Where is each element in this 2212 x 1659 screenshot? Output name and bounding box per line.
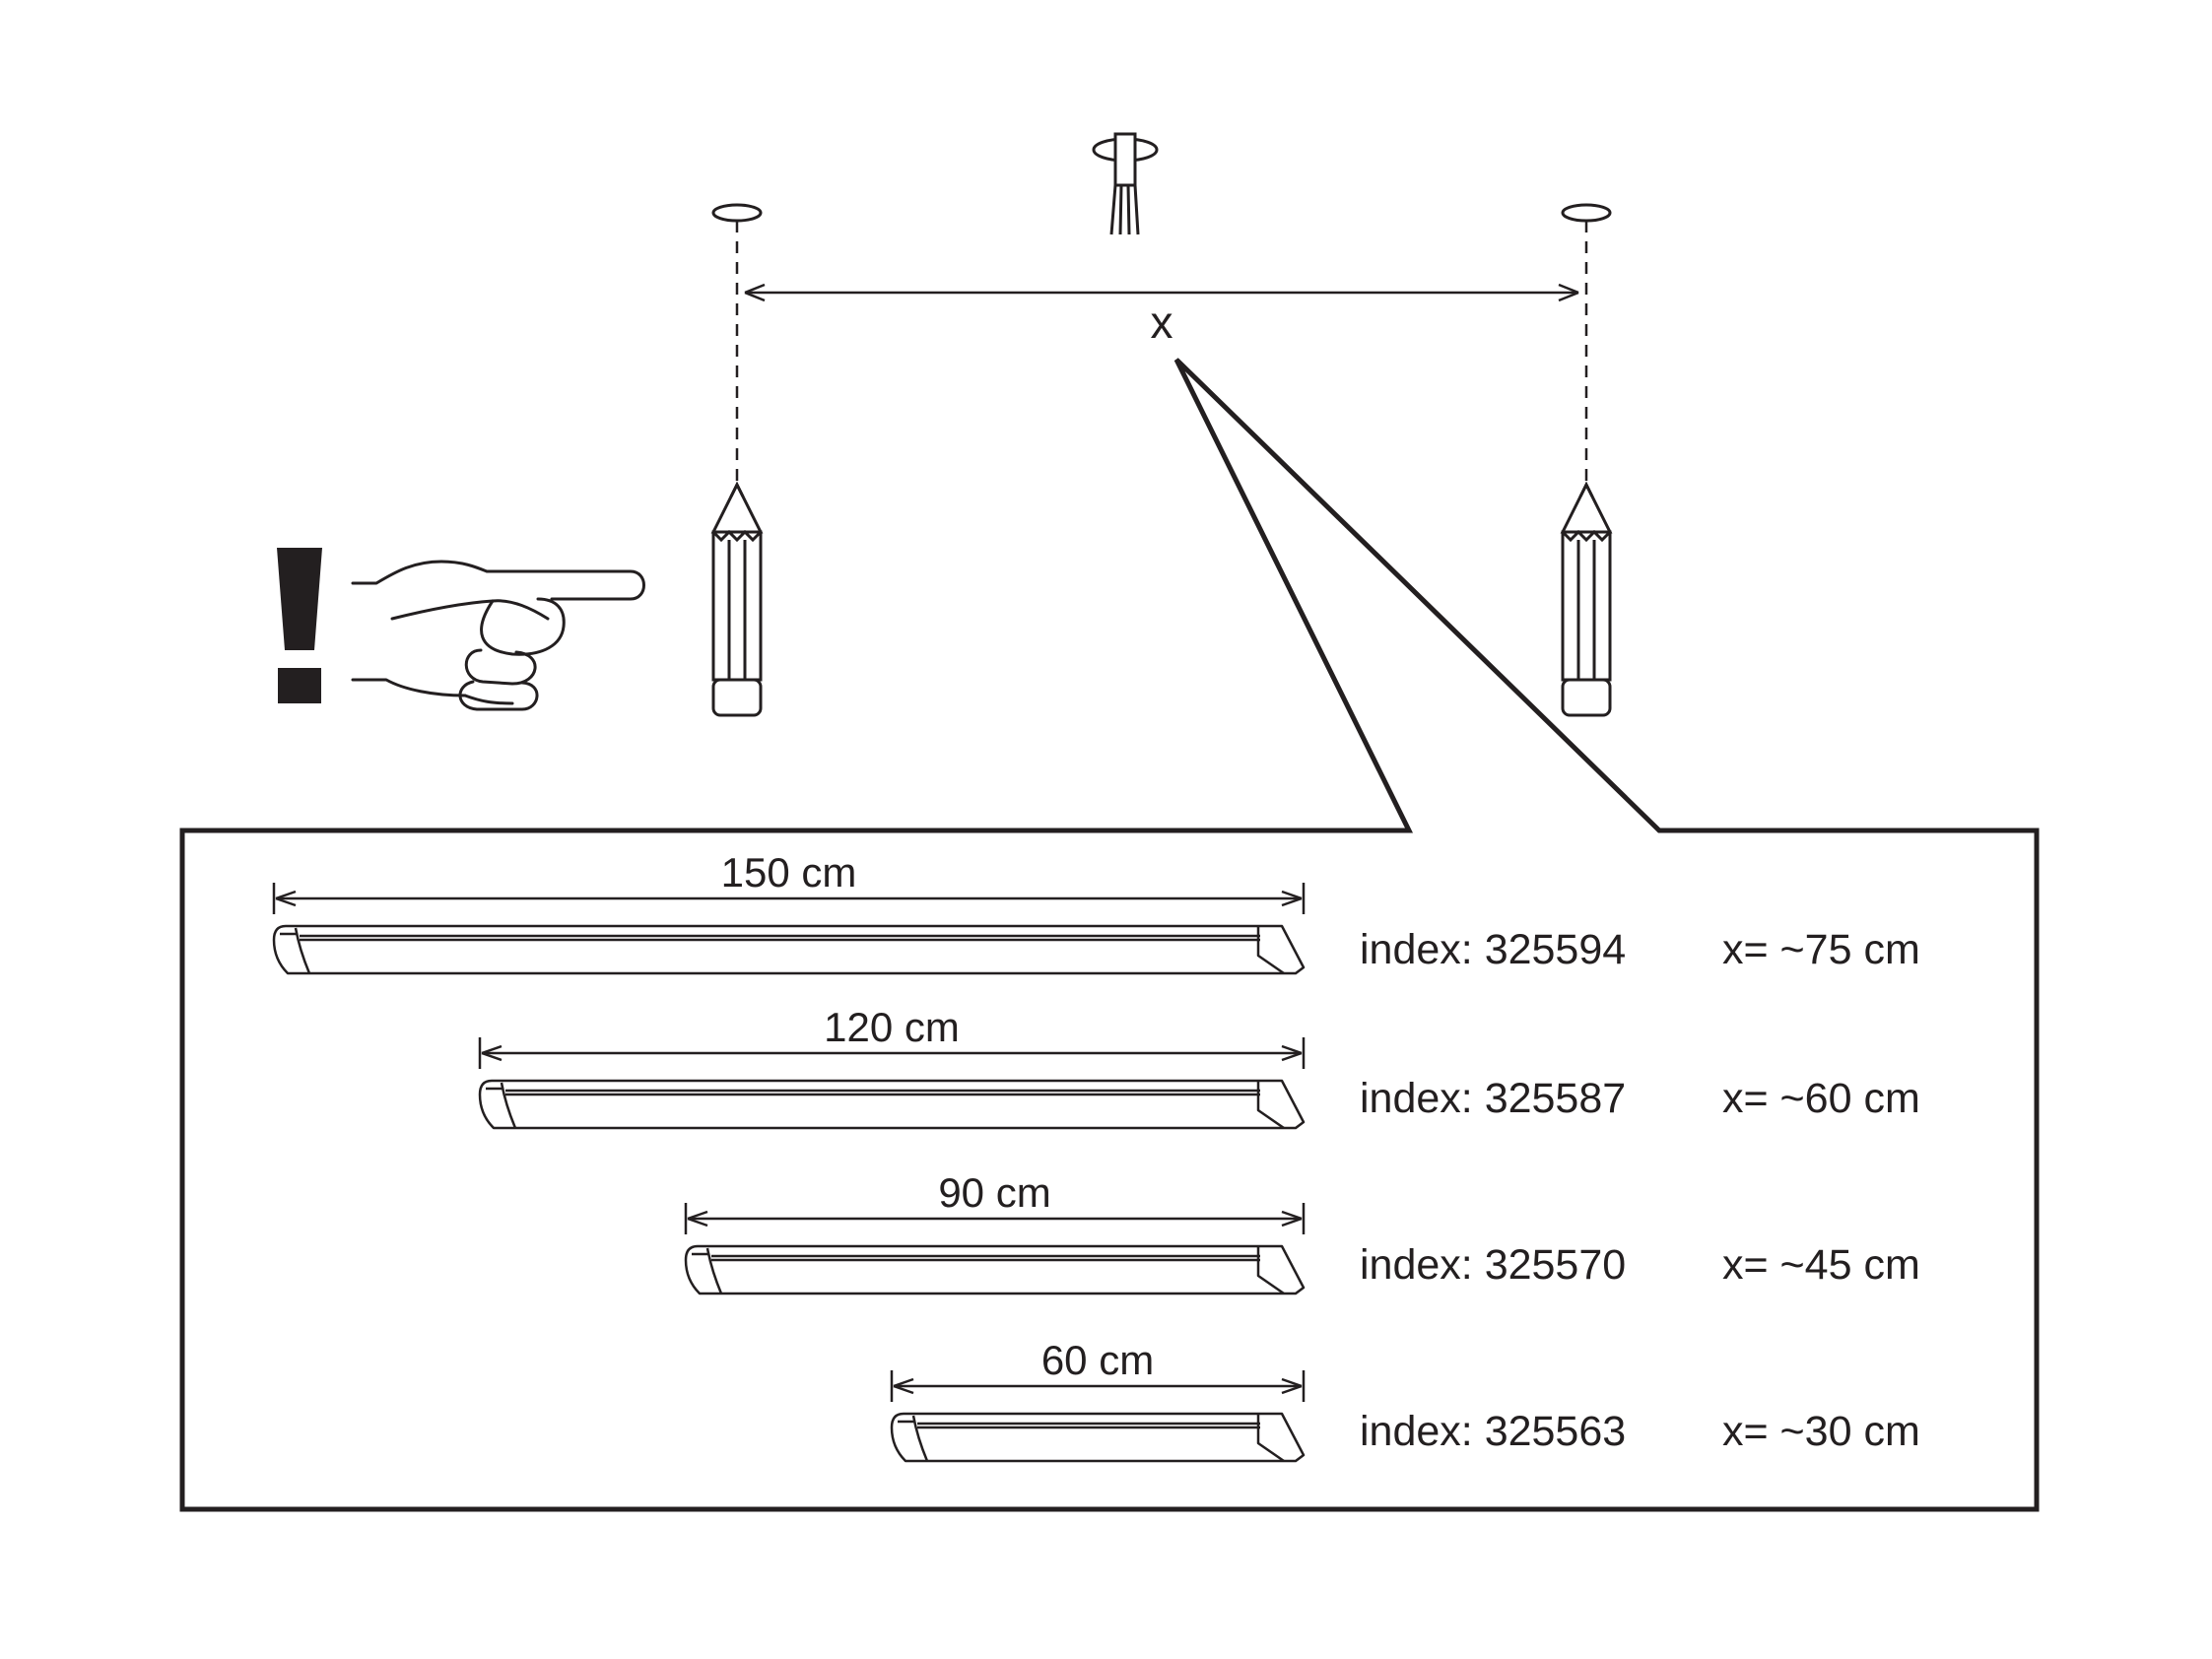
ceiling-wire-outlet-icon (1092, 132, 1159, 235)
pointing-hand-icon (351, 560, 645, 711)
led-batten-icon (478, 1079, 1306, 1130)
index-text: index: 325563 (1360, 1408, 1626, 1455)
ceiling-hole-icon (711, 203, 763, 223)
spacing-marker-label: x (1151, 297, 1173, 348)
length-label: 60 cm (1041, 1337, 1154, 1383)
led-batten-icon (684, 1244, 1306, 1295)
product-row: 120 cm index: 325587 x= ~60 cm (478, 1004, 1920, 1130)
length-dimension-line (272, 883, 1306, 914)
pencil-icon (710, 481, 764, 717)
exclamation-icon: ! (277, 548, 322, 703)
product-row: 90 cm index: 325570 x= ~45 cm (684, 1169, 1920, 1295)
callout-box (179, 358, 2040, 1512)
led-batten-icon (272, 924, 1306, 975)
led-batten-icon (890, 1412, 1306, 1463)
product-row: 150 cm index: 325594 x= ~75 cm (272, 849, 1920, 975)
index-text: index: 325587 (1360, 1075, 1626, 1122)
product-rows: 150 cm index: 325594 x= ~75 cm 120 cm index:… (272, 849, 1920, 1463)
x-distance-text: x= ~60 cm (1722, 1075, 1920, 1122)
length-label: 120 cm (824, 1004, 960, 1050)
length-label: 150 cm (721, 849, 857, 896)
index-text: index: 325570 (1360, 1241, 1626, 1289)
hole-spacing-dimension (744, 283, 1579, 302)
product-row: 60 cm index: 325563 x= ~30 cm (890, 1337, 1920, 1463)
index-text: index: 325594 (1360, 926, 1626, 973)
length-label: 90 cm (938, 1169, 1050, 1216)
x-distance-text: x= ~30 cm (1722, 1408, 1920, 1455)
length-dimension-line (684, 1203, 1306, 1234)
length-dimension-line (478, 1037, 1306, 1069)
pencil-icon (1560, 481, 1613, 717)
x-distance-text: x= ~45 cm (1722, 1241, 1920, 1289)
x-distance-text: x= ~75 cm (1722, 926, 1920, 973)
length-dimension-line (890, 1370, 1306, 1402)
ceiling-hole-icon (1561, 203, 1612, 223)
